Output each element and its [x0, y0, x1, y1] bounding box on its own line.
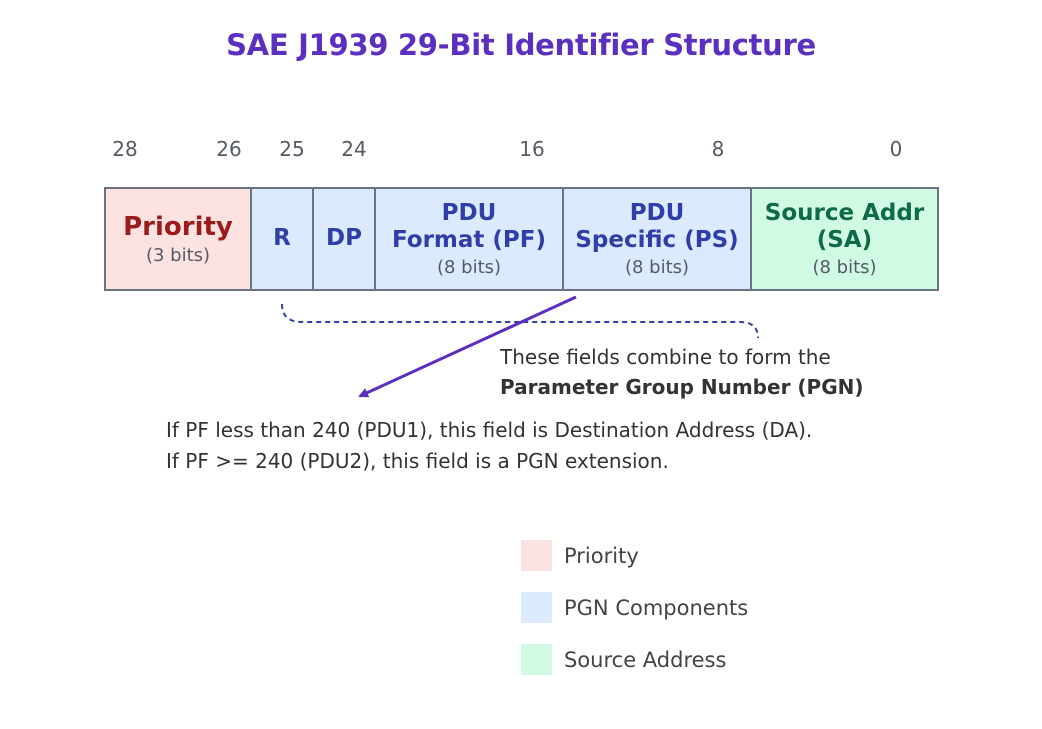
pgn-note: These fields combine to form the Paramet…	[500, 342, 864, 402]
ps-explanation: If PF less than 240 (PDU1), this field i…	[166, 415, 812, 477]
diagram-title: SAE J1939 29-Bit Identifier Structure	[226, 28, 816, 62]
field-source-address: Source Addr (SA) (8 bits)	[750, 187, 939, 291]
bit-number-26: 26	[216, 137, 242, 161]
legend-swatch-source-address	[521, 644, 552, 675]
legend-swatch-priority	[521, 540, 552, 571]
field-reserved-name: R	[273, 225, 291, 252]
bit-number-24: 24	[341, 137, 367, 161]
field-source-address-bits: (8 bits)	[812, 256, 877, 278]
bit-number-28: 28	[112, 137, 138, 161]
pgn-note-line2: Parameter Group Number (PGN)	[500, 375, 864, 399]
field-pdu-format-bits: (8 bits)	[436, 256, 502, 278]
ps-explanation-line1: If PF less than 240 (PDU1), this field i…	[166, 418, 813, 442]
field-pdu-specific: PDU Specific (PS) (8 bits)	[562, 187, 752, 291]
legend-item-pgn: PGN Components	[521, 592, 748, 623]
bit-number-25: 25	[279, 137, 305, 161]
bit-number-16: 16	[519, 137, 545, 161]
legend-label-pgn: PGN Components	[564, 595, 749, 620]
bit-number-0: 0	[889, 137, 903, 161]
ps-explanation-line2: If PF >= 240 (PDU2), this field is a PGN…	[166, 449, 669, 473]
legend-item-source-address: Source Address	[521, 644, 726, 675]
field-pdu-specific-name: PDU Specific (PS)	[575, 199, 739, 254]
ps-arrow	[358, 295, 577, 398]
legend-label-source-address: Source Address	[564, 647, 727, 672]
legend-label-priority: Priority	[564, 543, 639, 568]
field-data-page-name: DP	[326, 225, 362, 252]
field-priority-bits: (3 bits)	[145, 244, 211, 266]
legend-item-priority: Priority	[521, 540, 639, 571]
legend-swatch-pgn	[521, 592, 552, 623]
field-source-address-name: Source Addr (SA)	[764, 199, 925, 254]
field-priority-name: Priority	[123, 211, 233, 242]
field-pdu-specific-bits: (8 bits)	[624, 256, 690, 278]
field-pdu-format-name: PDU Format (PF)	[391, 199, 546, 254]
field-priority: Priority (3 bits)	[104, 187, 252, 291]
pgn-note-line1: These fields combine to form the	[500, 345, 831, 369]
bit-number-8: 8	[711, 137, 725, 161]
field-reserved: R	[250, 187, 314, 291]
field-data-page: DP	[312, 187, 376, 291]
pgn-bracket	[281, 303, 759, 339]
field-pdu-format: PDU Format (PF) (8 bits)	[374, 187, 564, 291]
